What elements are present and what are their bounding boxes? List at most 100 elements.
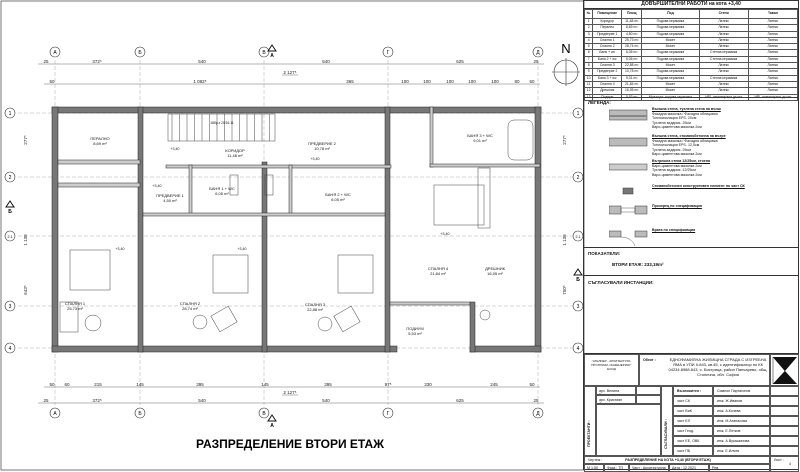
axis-label: А	[53, 50, 57, 56]
agreed-label: СЪГЛАСУВАЛИ :	[664, 419, 668, 449]
table-cell: Предверие 2	[592, 68, 623, 76]
floor-area: ВТОРИ ЕТАЖ: 233,19m²	[612, 262, 664, 267]
section-label: Б	[8, 209, 12, 215]
axis-label: Г	[387, 50, 390, 56]
dimension-label: 1 138	[23, 234, 28, 246]
dimension-label: 50	[529, 382, 535, 387]
axis-bubble	[4, 171, 16, 183]
table-header: Таван	[747, 9, 799, 19]
table-header: Помещение	[592, 9, 623, 19]
level-mark: +3,40	[170, 147, 179, 151]
axis-label: Г	[387, 411, 390, 417]
agreed-engineer: инж. Ж.Иванов	[713, 396, 770, 406]
table-cell: 7	[583, 55, 594, 64]
table-header: Стени	[698, 9, 749, 19]
dimension-label: 25	[43, 59, 49, 64]
dimension-label: 25	[533, 59, 539, 64]
axis-label: А	[53, 411, 57, 417]
legend: ЛЕГЕНДА: Външна стена, тухлена стена на …	[584, 97, 798, 248]
table-cell: 2	[583, 24, 594, 32]
legend-line: Фасадна мазилка / Фасадна облицовка	[652, 111, 718, 116]
table-cell: 8,69 m²	[621, 24, 643, 32]
table-header: Площ	[621, 9, 643, 19]
wall-left	[51, 106, 59, 353]
table-cell: Латекс	[747, 36, 799, 45]
room-name: ДРЕШНИК	[485, 266, 505, 271]
legend-line: Варо-циментова мазилка 2см	[652, 125, 702, 130]
table-cell: Латекс	[747, 17, 799, 26]
room-name: БАНЯ 3 + WC	[467, 133, 493, 138]
section-mark-icon	[5, 200, 15, 208]
dimension-label: 625	[456, 59, 464, 64]
drawing-label: Чертеж :	[588, 458, 603, 462]
table-cell: 28,74 m²	[621, 43, 643, 51]
dimension-label: 540	[198, 59, 206, 64]
table-cell: 9	[583, 68, 594, 76]
dimension-label: 372⁵	[92, 398, 102, 403]
agreed-engineer: инж. М.Атанасова	[713, 416, 770, 426]
room-name: ПРЕДВЕРИЕ 2	[308, 141, 337, 146]
legend-line: Тухлена зидария- 25см	[652, 147, 691, 152]
legend-line: Топлоизолация EPS- 12,5см	[652, 143, 700, 148]
table-cell: Латекс	[747, 68, 799, 76]
agreed-part: част Геод.	[673, 426, 713, 436]
table-cell: 3	[583, 30, 594, 38]
room-name: СПАЛНЯ 4	[428, 266, 449, 271]
axis-bubble	[258, 407, 270, 419]
axis-bubble	[134, 407, 146, 419]
axis-bubble	[4, 342, 16, 354]
table-cell: Латекс	[747, 87, 799, 95]
dimension-label: 60	[64, 382, 70, 387]
dimension-label: 97⁵	[385, 382, 392, 387]
table-cell: 8	[583, 62, 594, 70]
agreed-part: част ЕЕ, ОВК	[673, 436, 713, 446]
wall-axis-b	[137, 106, 144, 353]
legend-title: ЛЕГЕНДА:	[588, 100, 611, 105]
agreed-engineer: инж. А.Вукашинова	[713, 436, 770, 446]
plan-title: РАЗПРЕДЕЛЕНИЕ ВТОРИ ЕТАЖ	[196, 437, 384, 451]
room-name: БАНЯ 2 + WC	[325, 192, 351, 197]
section-mark-icon	[267, 414, 277, 422]
agreed-part: част СК	[673, 396, 713, 406]
room-name: КОРИДОР	[225, 148, 245, 153]
axis-bubble	[258, 46, 270, 58]
drawing-title: РАЗПРЕДЕЛЕНИЕ НА КОТА +3,40 (ВТОРИ ЕТАЖ)	[625, 458, 711, 462]
axis-label: 2	[577, 175, 580, 181]
dimension-label: 2 127⁵	[283, 70, 296, 75]
object-text: ЕДНОФАМИЛНА ЖИЛИЩНА СГРАДА С ИЗГРЕБНА ЯМ…	[668, 357, 768, 377]
room-name: СПАЛНЯ 1	[65, 301, 86, 306]
dimension-label: 145	[261, 382, 269, 387]
level-mark: +3,40	[310, 157, 319, 161]
object-label: Обект :	[643, 358, 656, 362]
indicators-title: ПОКАЗАТЕЛИ:	[588, 251, 621, 256]
dimension-label: 100	[423, 79, 431, 84]
table-cell: 10,78 m²	[621, 68, 643, 76]
dimension-label: 100	[401, 79, 409, 84]
table-cell: Латекс	[747, 74, 799, 82]
room-area: 25,73 m²	[67, 306, 83, 311]
room-area: 5,53 m²	[408, 331, 422, 336]
room-name: БАНЯ 1 + WC	[209, 186, 235, 191]
table-header: Под	[641, 9, 700, 19]
table-cell: Латекс	[747, 62, 799, 70]
axis-label: Д	[536, 411, 540, 417]
company-info: "АТЕЛИЕР - АРХИТЕКТУРА, ПРОГРАМИ, ИНЖЕНЕ…	[584, 354, 639, 386]
axis-label: 4	[9, 346, 12, 352]
dimension-label: 100	[468, 79, 476, 84]
table-cell: Латекс	[747, 24, 799, 32]
axis-bubble	[532, 407, 544, 419]
dimension-label: 643⁵	[23, 285, 28, 295]
dimension-label: 80	[514, 79, 520, 84]
axis-bubble	[382, 46, 394, 58]
